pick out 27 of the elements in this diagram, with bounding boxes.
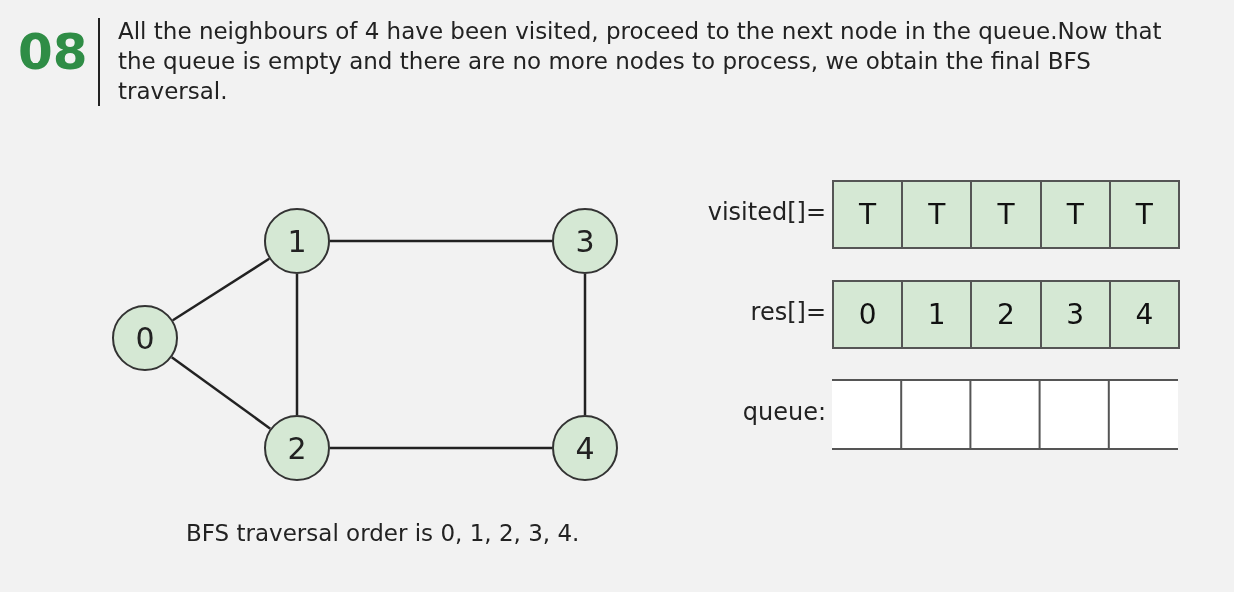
graph-node-circle: 2 — [264, 415, 330, 481]
array-cell: T — [901, 180, 973, 249]
graph-edge-line — [330, 239, 552, 243]
graph-edge-line — [171, 356, 271, 430]
caption: BFS traversal order is 0, 1, 2, 3, 4. — [186, 520, 580, 546]
graph-node-circle: 1 — [264, 208, 330, 274]
graph-node-circle: 4 — [552, 415, 618, 481]
array-cell: T — [1039, 180, 1111, 249]
array-label: visited[]= — [707, 198, 826, 226]
graph-edge-line — [295, 274, 299, 415]
array-cell: 1 — [901, 280, 973, 349]
graph-node-circle: 0 — [112, 305, 178, 371]
array-cell: T — [1108, 180, 1180, 249]
array-cell: 4 — [1108, 280, 1180, 349]
graph-node-circle: 3 — [552, 208, 618, 274]
graph-edge-line — [583, 274, 587, 415]
array-cell: T — [832, 180, 904, 249]
array-cell: 2 — [970, 280, 1042, 349]
step-description: All the neighbours of 4 have been visited, proceed to the next node in the queue.Now that the queue is empty and there are no more nodes to process, we obtain the final BFS traversal. — [118, 17, 1163, 106]
array-cell: 3 — [1039, 280, 1111, 349]
array-cell: 0 — [832, 280, 904, 349]
graph-edge-line — [330, 446, 552, 450]
graph-edge-line — [172, 257, 270, 322]
array-cell: T — [970, 180, 1042, 249]
array-label: queue: — [742, 398, 826, 426]
array-label: res[]= — [750, 298, 826, 326]
step-number: 08 — [18, 22, 88, 82]
